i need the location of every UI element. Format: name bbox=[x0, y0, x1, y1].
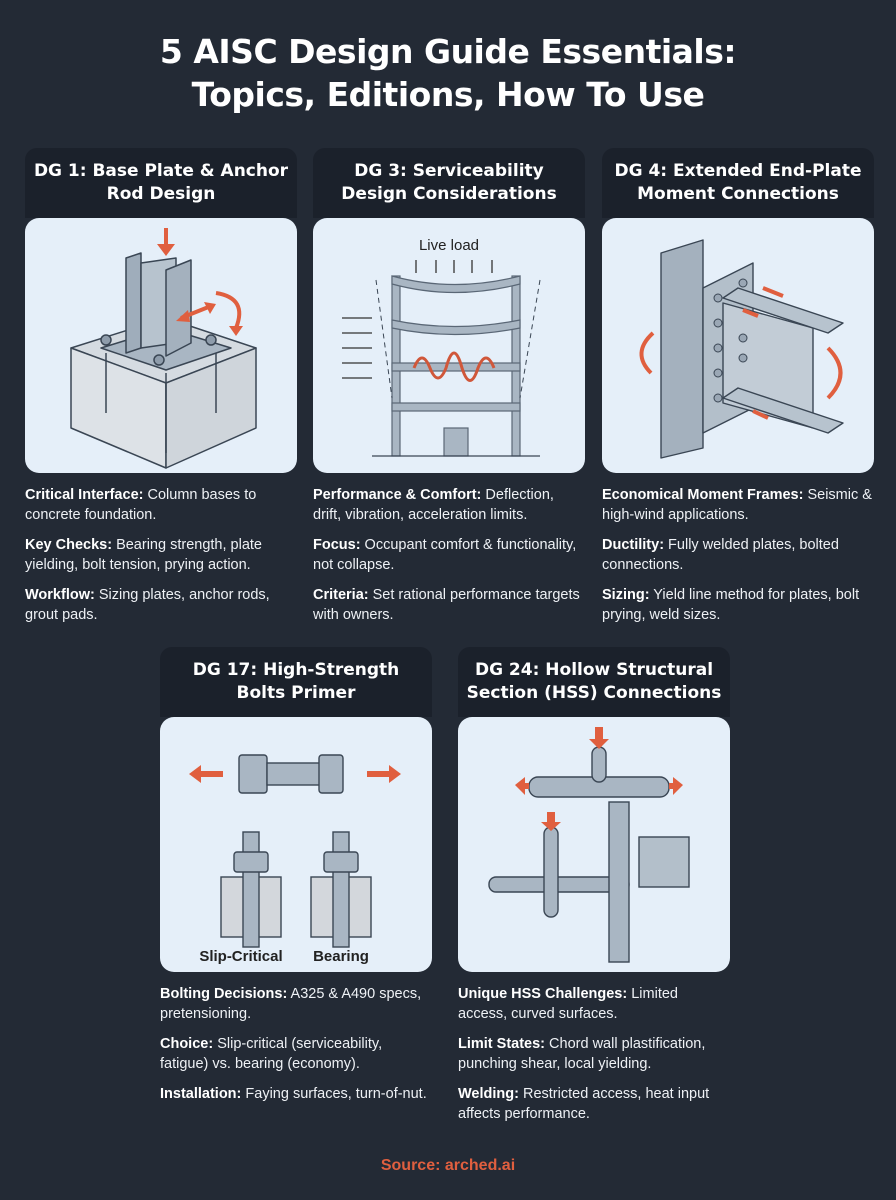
point-bolting-decisions: Bolting Decisions: A325 & A490 specs, pr… bbox=[160, 986, 422, 1022]
live-load-label: Live load bbox=[419, 237, 479, 254]
base-plate-illustration bbox=[25, 218, 297, 473]
point-hss-challenges: Unique HSS Challenges: Limited access, c… bbox=[458, 986, 678, 1022]
bolt-head bbox=[238, 754, 268, 794]
hss-vertical bbox=[543, 826, 559, 918]
title-line-1: 5 AISC Design Guide Essentials: bbox=[159, 32, 737, 71]
drift-outline bbox=[375, 279, 541, 399]
hss-cross-member bbox=[488, 876, 630, 893]
card-points: Economical Moment Frames: Seismic & high… bbox=[602, 485, 874, 625]
w-column bbox=[608, 801, 630, 963]
card-dg1: DG 1: Base Plate & Anchor Rod Design bbox=[25, 148, 297, 635]
point-critical-interface: Critical Interface: Column bases to conc… bbox=[25, 487, 257, 523]
source-credit: Source: arched.ai bbox=[380, 1157, 516, 1174]
column-flange-front bbox=[165, 259, 192, 357]
frame bbox=[372, 275, 540, 457]
bearing-label: Bearing bbox=[313, 948, 369, 965]
bolts-illustration: Slip-Critical Bearing bbox=[160, 717, 432, 972]
column bbox=[660, 239, 704, 459]
card-heading: DG 17: High-Strength Bolts Primer bbox=[160, 647, 432, 717]
point-criteria: Criteria: Set rational performance targe… bbox=[313, 587, 580, 623]
point-economical: Economical Moment Frames: Seismic & high… bbox=[602, 487, 872, 523]
load-arrows bbox=[157, 228, 243, 336]
column-flange-back bbox=[125, 252, 142, 354]
moment-arrows bbox=[639, 286, 843, 420]
hss-diagram bbox=[488, 727, 690, 963]
card-points: Bolting Decisions: A325 & A490 specs, pr… bbox=[160, 984, 432, 1104]
end-plate-illustration bbox=[602, 218, 874, 473]
bearing-nut bbox=[323, 851, 359, 873]
card-dg17: DG 17: High-Strength Bolts Primer Slip-C… bbox=[160, 647, 432, 1114]
base-plate-diagram bbox=[70, 228, 257, 469]
point-performance: Performance & Comfort: Deflection, drift… bbox=[313, 487, 554, 523]
bolts bbox=[713, 278, 748, 403]
card-heading: DG 3: Serviceability Design Consideratio… bbox=[313, 148, 585, 218]
hss-branch bbox=[591, 746, 607, 783]
live-load-arrows bbox=[415, 260, 493, 273]
point-focus: Focus: Occupant comfort & functionality,… bbox=[313, 537, 577, 573]
slip-critical-label: Slip-Critical bbox=[199, 948, 282, 965]
serviceability-illustration: Live load bbox=[313, 218, 585, 473]
slip-critical-nut bbox=[233, 851, 269, 873]
beam-top-flange bbox=[722, 287, 844, 334]
bolt-nut bbox=[318, 754, 344, 794]
card-points: Unique HSS Challenges: Limited access, c… bbox=[458, 984, 730, 1124]
vibration-wave bbox=[412, 351, 496, 382]
card-dg3: DG 3: Serviceability Design Consideratio… bbox=[313, 148, 585, 635]
point-choice: Choice: Slip-critical (serviceability, f… bbox=[160, 1036, 383, 1072]
page-title: 5 AISC Design Guide Essentials: Topics, … bbox=[0, 30, 896, 116]
frame-diagram: Live load bbox=[342, 237, 541, 457]
wind-arrows bbox=[342, 317, 372, 379]
tension-arrows bbox=[189, 765, 401, 783]
point-welding: Welding: Restricted access, heat input a… bbox=[458, 1086, 710, 1122]
point-ductility: Ductility: Fully welded plates, bolted c… bbox=[602, 537, 839, 573]
w-beam bbox=[638, 836, 690, 888]
title-line-2: Topics, Editions, How To Use bbox=[191, 75, 705, 114]
card-dg24: DG 24: Hollow Structural Section (HSS) C… bbox=[458, 647, 730, 1134]
slip-critical-bolt bbox=[242, 831, 260, 948]
end-plate-diagram bbox=[639, 239, 844, 459]
anchor-nut bbox=[153, 354, 165, 366]
card-dg4: DG 4: Extended End-Plate Moment Connecti… bbox=[602, 148, 874, 635]
point-workflow: Workflow: Sizing plates, anchor rods, gr… bbox=[25, 587, 270, 623]
bolts-diagram: Slip-Critical Bearing bbox=[189, 754, 401, 965]
force-arrows bbox=[515, 727, 683, 831]
anchor-nut bbox=[100, 334, 112, 346]
bearing-bolt bbox=[332, 831, 350, 948]
card-heading: DG 24: Hollow Structural Section (HSS) C… bbox=[458, 647, 730, 717]
hss-illustration bbox=[458, 717, 730, 972]
card-points: Critical Interface: Column bases to conc… bbox=[25, 485, 297, 625]
point-sizing: Sizing: Yield line method for plates, bo… bbox=[602, 587, 860, 623]
point-installation: Installation: Faying surfaces, turn-of-n… bbox=[160, 1086, 427, 1102]
card-heading: DG 1: Base Plate & Anchor Rod Design bbox=[25, 148, 297, 218]
point-limit-states: Limit States: Chord wall plastification,… bbox=[458, 1036, 706, 1072]
anchor-nut bbox=[205, 334, 217, 346]
card-points: Performance & Comfort: Deflection, drift… bbox=[313, 485, 585, 625]
point-key-checks: Key Checks: Bearing strength, plate yiel… bbox=[25, 537, 262, 573]
beam-bottom-flange bbox=[722, 387, 844, 434]
card-heading: DG 4: Extended End-Plate Moment Connecti… bbox=[602, 148, 874, 218]
